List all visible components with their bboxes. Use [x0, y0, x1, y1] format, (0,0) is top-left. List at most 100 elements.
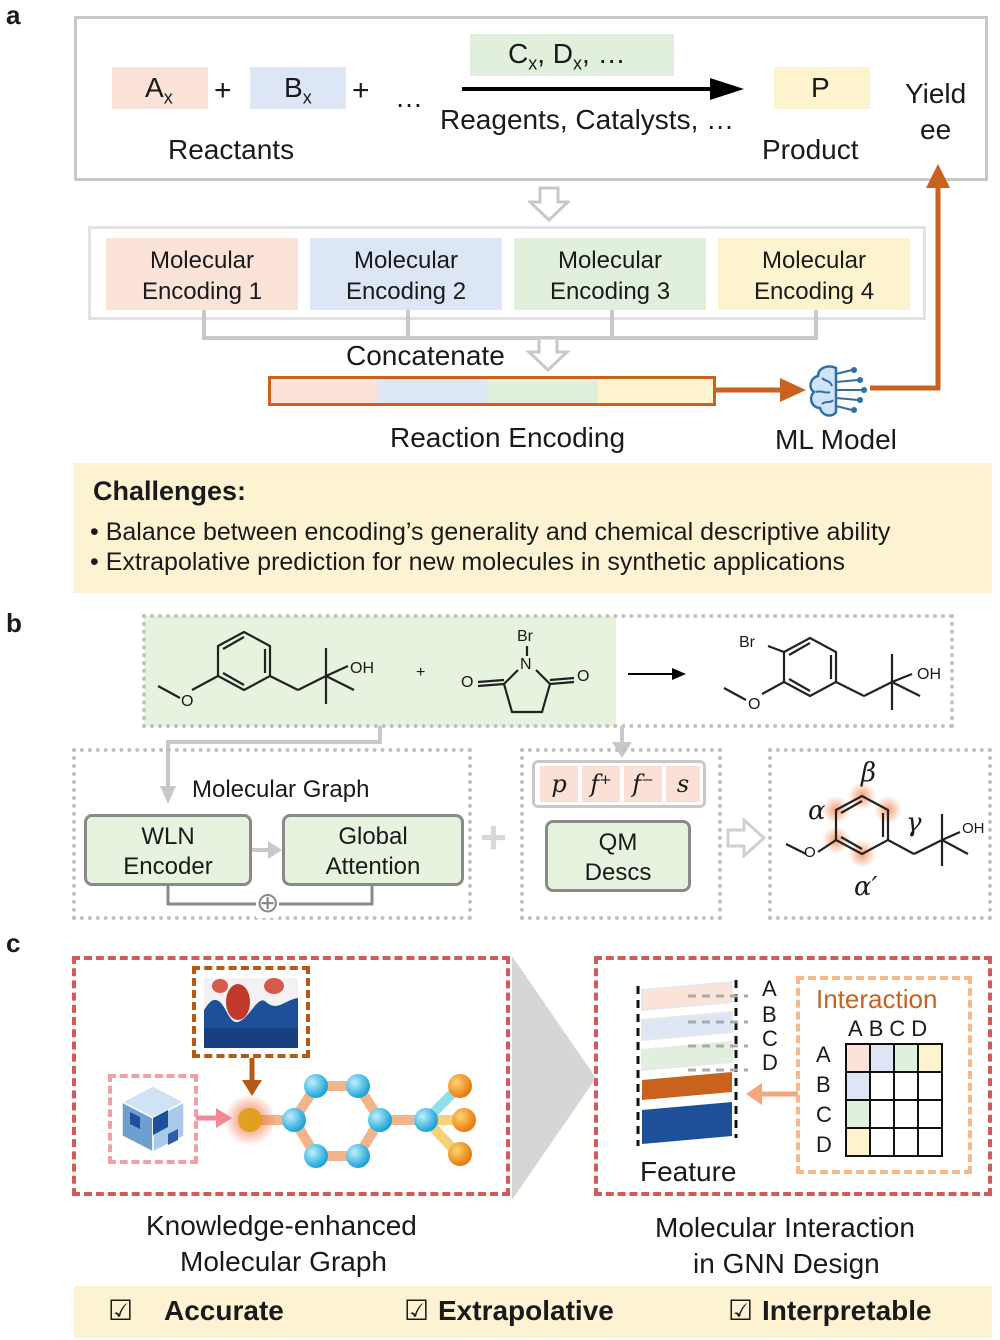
alpha-prime-label: α′	[854, 872, 878, 902]
reactants-label: Reactants	[168, 134, 295, 165]
product-molecule	[723, 636, 921, 710]
descriptor-p: p	[540, 766, 578, 802]
layer-label-a: A	[762, 976, 777, 1001]
left-caption-line2: Molecular Graph	[180, 1246, 387, 1277]
knowledge-molecular-graph	[224, 1074, 476, 1168]
reactant-o-label: O	[181, 693, 194, 710]
reactant-a-box	[112, 67, 208, 109]
check-icon-accurate: ☑	[108, 1295, 134, 1326]
ellipsis: …	[395, 82, 423, 113]
concatenate-bracket	[202, 310, 818, 373]
check-icon-interpretable: ☑	[728, 1295, 754, 1326]
descriptor-f-plus: f⁺	[582, 766, 620, 802]
matrix-row-label-d: D	[816, 1132, 832, 1157]
interaction-frame	[594, 956, 992, 1196]
yield-label: Yield	[905, 78, 967, 109]
reactant-molecule	[157, 630, 355, 704]
heatmap-to-atom-arrow	[242, 1058, 262, 1096]
layer-label-b: B	[762, 1002, 777, 1027]
reagents-box-label: Cx, Dx, …	[508, 38, 626, 74]
matrix-row-label-b: B	[816, 1072, 831, 1097]
right-caption-line2: in GNN Design	[693, 1248, 880, 1279]
reagents-label: Reagents, Catalysts, …	[440, 104, 735, 135]
combine-plus: +	[480, 811, 507, 863]
matrix-column-labels: ABCD	[848, 1016, 934, 1041]
reaction-encoding-label: Reaction Encoding	[390, 422, 626, 453]
beta-label: β	[861, 758, 877, 788]
knowledge-graph-frame	[72, 956, 510, 1196]
product-box	[774, 67, 870, 109]
matrix-row-label-a: A	[816, 1042, 831, 1067]
heatmap-frame	[192, 966, 310, 1058]
interaction-matrix-frame	[796, 976, 972, 1174]
interaction-title: Interaction	[816, 984, 938, 1014]
model-to-yield-arrow	[870, 164, 950, 391]
layer-label-d: D	[762, 1050, 778, 1075]
descriptor-f-minus: f⁻	[624, 766, 662, 802]
check-icon-extrapolative: ☑	[404, 1295, 430, 1326]
nbs-br-label: Br	[517, 628, 533, 645]
qm-frame	[520, 748, 722, 920]
site-oh-label: OH	[962, 820, 985, 837]
brain-icon	[809, 365, 867, 417]
hollow-down-arrow-1	[528, 186, 570, 222]
plus-sign-1: +	[214, 74, 232, 107]
gnn-frame	[72, 748, 472, 920]
oplus-symbol: ⊕	[256, 887, 280, 918]
ee-label: ee	[920, 114, 952, 145]
right-caption-line1: Molecular Interaction	[655, 1212, 915, 1243]
reaction-frame-b	[142, 614, 954, 728]
reactant-a-label: Ax	[145, 72, 173, 108]
wln-to-attention-arrow	[252, 841, 282, 859]
product-oh-label: OH	[917, 666, 941, 683]
layer-label-c: C	[762, 1026, 778, 1051]
feature-label: Feature	[640, 1156, 737, 1187]
features-bar	[74, 1286, 992, 1338]
descriptor-cube-icon	[120, 1085, 186, 1154]
hollow-right-arrow	[726, 818, 767, 858]
interaction-matrix-grid	[845, 1043, 943, 1157]
interaction-to-feature-arrow	[746, 1083, 798, 1105]
panel-letter-b: b	[6, 608, 22, 638]
nbs-o-left-label: O	[461, 674, 474, 691]
nbs-o-right-label: O	[577, 668, 590, 685]
panel-letter-a: a	[6, 0, 21, 30]
left-caption-line1: Knowledge-enhanced	[146, 1210, 417, 1241]
cube-to-atom-arrow	[196, 1108, 232, 1128]
ml-model-label: ML Model	[775, 424, 897, 455]
nbs-n-label: N	[520, 656, 532, 673]
graph-connector	[160, 726, 382, 804]
interpretable-label: Interpretable	[762, 1295, 932, 1326]
extrapolative-label: Extrapolative	[438, 1295, 614, 1326]
product-o-label: O	[748, 696, 761, 713]
reaction-encoding-bar	[268, 376, 716, 406]
feature-layer-stack	[636, 980, 748, 1146]
reaction-scheme-frame	[74, 16, 988, 181]
encoding-to-model-arrow	[714, 378, 806, 402]
panel-c-chevron	[512, 956, 596, 1200]
descriptor-row	[532, 760, 706, 808]
reagents-box	[470, 34, 674, 76]
reactant-b-box	[250, 67, 346, 109]
matrix-row-label-c: C	[816, 1102, 832, 1127]
nbs-molecule	[477, 646, 575, 714]
challenges-box	[74, 463, 992, 593]
challenge-item-1: • Balance between encoding’s generality …	[90, 518, 891, 546]
reaction-arrow-b	[628, 668, 686, 680]
site-frame	[768, 748, 992, 920]
molecular-graph-label: Molecular Graph	[192, 776, 370, 803]
accurate-label: Accurate	[164, 1295, 284, 1326]
concatenate-label: Concatenate	[346, 340, 505, 372]
panel-letter-c: c	[6, 928, 21, 958]
encodings-frame	[88, 226, 926, 320]
reaction-arrow	[462, 78, 744, 100]
descriptor-s: s	[666, 766, 700, 802]
reactant-oh-label: OH	[350, 660, 374, 677]
product-label: Product	[762, 134, 859, 165]
